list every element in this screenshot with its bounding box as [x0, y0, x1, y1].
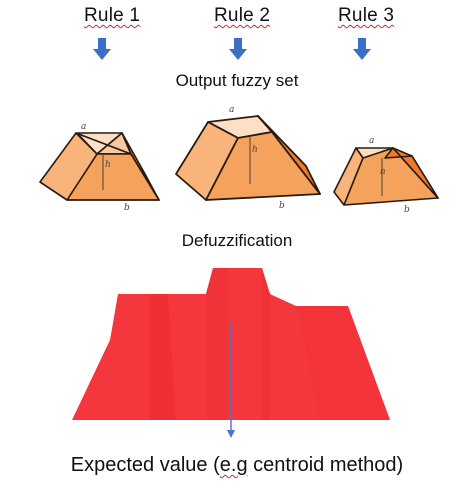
- frustum-3-base-label: b: [404, 205, 410, 215]
- frustum-3-top-label: a: [369, 136, 374, 146]
- rule-3-label: Rule 3: [338, 5, 395, 26]
- frustum-3-height-label: h: [380, 167, 386, 177]
- down-arrow-icon: [353, 38, 371, 60]
- aggregate-band: [150, 294, 176, 420]
- expected-value-caption: Expected value (e.g centroid method): [0, 454, 474, 477]
- frustum-1-height-label: h: [105, 160, 111, 170]
- down-arrow-icon: [229, 38, 247, 60]
- aggregate-band: [262, 268, 270, 420]
- centroid-arrowhead: [227, 430, 235, 438]
- frustum-3: a h b: [333, 136, 439, 215]
- aggregate-band: [206, 268, 228, 420]
- aggregate-band: [296, 306, 390, 420]
- rule-1-label: Rule 1: [84, 5, 141, 26]
- frustum-1-base-label: b: [124, 203, 130, 213]
- aggregated-fuzzy-set: [72, 268, 390, 438]
- frustum-2-top-label: a: [229, 105, 234, 115]
- frustum-2-height-label: h: [252, 145, 258, 155]
- defuzzification-caption: Defuzzification: [181, 231, 293, 250]
- output-fuzzy-set-caption: Output fuzzy set: [175, 71, 299, 90]
- down-arrow-icon: [93, 38, 111, 60]
- rule-2-label: Rule 2: [214, 5, 271, 26]
- frustum-1: a h b: [39, 122, 160, 213]
- frustum-2-base-label: b: [279, 201, 285, 211]
- caption-suffix: centroid method): [247, 454, 404, 476]
- frustum-1-top-label: a: [81, 122, 86, 132]
- frustum-2: a h b: [175, 105, 321, 211]
- caption-prefix: Expected value (: [70, 454, 220, 476]
- caption-wavy-text: e.g: [219, 454, 248, 476]
